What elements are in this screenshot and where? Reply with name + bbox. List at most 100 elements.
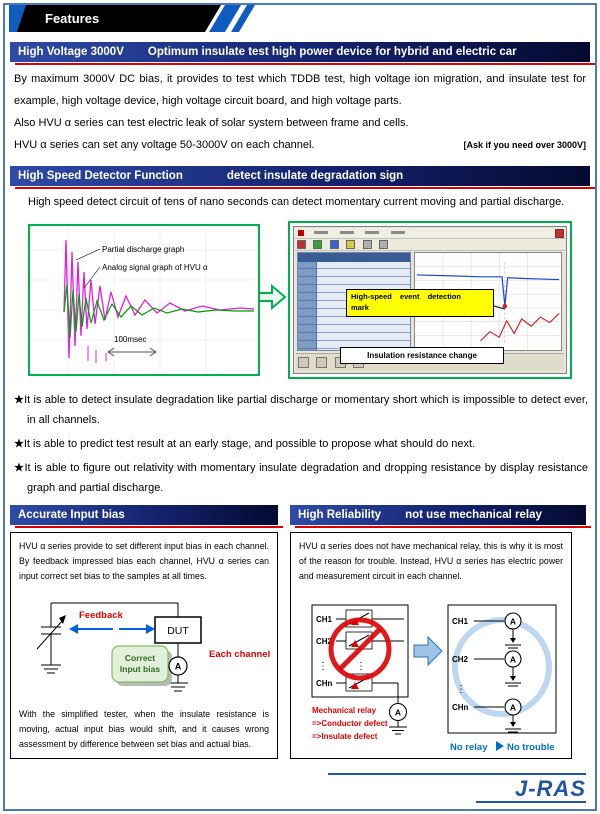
correct-bias-line2: Input bias [120, 664, 160, 674]
reliability-box: HVU α series does not have mechanical re… [290, 532, 572, 759]
detector-subtitle: detect insulate degradation sign [226, 170, 404, 182]
input-bias-box: HVU α series provide to set different in… [10, 532, 278, 759]
toolbar-icon [379, 240, 389, 249]
event-marker [502, 303, 508, 309]
partial-label-pointer [75, 248, 101, 261]
logo-rule-top [328, 773, 586, 775]
relay-side-box [311, 604, 409, 698]
current-line [480, 313, 560, 342]
grid-column-header [298, 253, 410, 262]
down-arrow-head [510, 676, 516, 681]
banner-blue-slash-1 [209, 5, 241, 32]
mechanical-relay-label: Mechanical relay [312, 706, 377, 715]
ammeter-label: A [175, 662, 182, 672]
toolbar-icon [329, 240, 339, 249]
menu-text-placeholder [390, 231, 405, 234]
feedback-arrow-right-head [146, 624, 155, 634]
company-logo: J-RAS [514, 776, 586, 801]
menu-text-placeholder [314, 231, 329, 234]
detector-title: High Speed Detector Function [18, 170, 183, 182]
waveform-graph: Partial discharge graph Analog signal gr… [30, 226, 258, 374]
app-toolbar [295, 239, 565, 251]
menu-text-placeholder [339, 231, 354, 234]
section-header-input-bias: Accurate Input bias [10, 505, 283, 528]
ch1-label: CH1 [316, 615, 333, 624]
correct-bias-callout [111, 645, 169, 683]
high-voltage-subtitle: Optimum insulate test high power device … [147, 46, 517, 58]
variable-arrow-head [59, 615, 66, 624]
event-callout-line2: mark [351, 302, 369, 312]
reliability-subtitle: not use mechanical relay [405, 509, 542, 521]
chn-label: CHn [452, 703, 469, 712]
correct-bias-line1: Correct [125, 653, 155, 663]
input-bias-title: Accurate Input bias [18, 509, 125, 521]
no-relay-label: No relay [450, 742, 488, 753]
menu-text-placeholder [365, 231, 380, 234]
vdots: ⋮ [356, 661, 366, 672]
analog-signal-trace [63, 283, 254, 339]
waveform-graph-box: Partial discharge graph Analog signal gr… [28, 224, 260, 376]
relay-contact-marker [351, 640, 359, 647]
time-scale-label: 100msec [114, 335, 146, 344]
partial-discharge-trace [63, 239, 255, 359]
detector-bullet-1: ★It is able to detect insulate degradati… [14, 390, 588, 430]
toolbar-icon [313, 240, 323, 249]
vdots: ⋮ [456, 684, 466, 695]
down-arrow-head [510, 722, 516, 727]
no-trouble-label: No trouble [507, 742, 555, 753]
event-callout-line1: High-speed event detection [351, 292, 461, 301]
bullet-text: It is able to predict test result at an … [23, 438, 476, 450]
hv-over-3000v-note: [Ask if you need over 3000V] [463, 140, 586, 150]
ammeter-label: A [510, 617, 516, 627]
relay-contact-marker [351, 682, 359, 689]
dut-label: DUT [167, 625, 189, 637]
vdots: ⋮ [318, 661, 328, 672]
analog-label-pointer [83, 266, 101, 289]
high-voltage-title: High Voltage 3000V [18, 46, 124, 58]
ammeter-icon [168, 656, 188, 676]
feedback-label: Feedback [79, 610, 124, 621]
section-header-detector: High Speed Detector Function detect insul… [10, 166, 595, 189]
grid-row-headers [298, 253, 317, 350]
chn-label: CHn [316, 679, 333, 688]
down-arrow-head [510, 638, 516, 643]
norelay-row-ch2: CH2 A [452, 650, 522, 687]
prohibition-icon [328, 617, 392, 681]
software-screenshot-box: High-speed event detection mark Insulati… [288, 221, 572, 379]
close-icon [555, 229, 564, 238]
banner-black-band [15, 5, 221, 32]
bias-circuit-wires [36, 602, 188, 692]
resistance-change-callout: Insulation resistance change [340, 347, 504, 364]
features-banner-graphic: Features [9, 5, 255, 32]
arrow-right-icon [258, 284, 286, 310]
star-icon: ★ [14, 462, 25, 474]
app-menu-bar [295, 228, 565, 239]
banner-blue-slash-2 [231, 5, 255, 32]
ch1-label: CH1 [452, 617, 469, 626]
app-icon [298, 230, 304, 236]
insulation-resistance-line [416, 274, 560, 307]
logo-rule-bottom [476, 801, 586, 803]
star-icon: ★ [14, 394, 25, 406]
feedback-arrow-left-head [69, 624, 78, 634]
norelay-side-box [447, 604, 557, 734]
highlight-circle [452, 617, 552, 717]
event-detection-callout: High-speed event detection mark [346, 289, 494, 317]
detector-bullet-2: ★It is able to predict test result at an… [14, 434, 588, 454]
hv-paragraph-2: Also HVU α series can test electric leak… [14, 117, 409, 129]
nav-button-icon [298, 357, 309, 368]
detector-bullet-3: ★It is able to figure out relativity wit… [14, 458, 588, 498]
norelay-row-chn: CHn A [452, 698, 522, 733]
partial-discharge-label: Partial discharge graph [102, 245, 184, 254]
input-bias-paragraph-2: With the simplified tester, when the ins… [19, 709, 269, 749]
discharge-spikes [87, 346, 107, 363]
each-channel-label: Each channel [209, 649, 270, 660]
ammeter-label: A [510, 703, 516, 713]
toolbar-icon [297, 240, 306, 249]
hv-paragraph-3: HVU α series can set any voltage 50-3000… [14, 134, 586, 156]
hv-paragraph-1: By maximum 3000V DC bias, it provides to… [14, 73, 586, 107]
toolbar-icon [346, 240, 356, 249]
nav-button-icon [316, 357, 328, 368]
ammeter-label: A [510, 655, 516, 665]
